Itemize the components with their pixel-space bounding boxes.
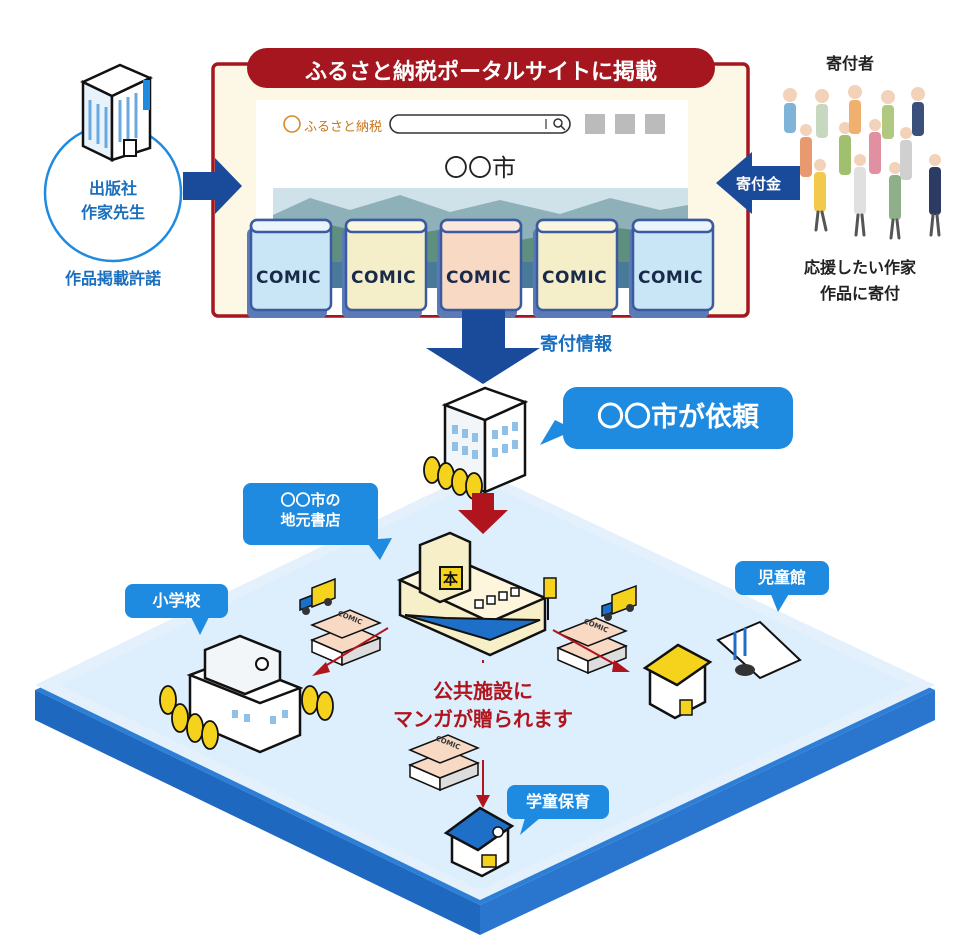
city-hall-building — [423, 385, 529, 500]
portal-city-title: 〇〇市 — [444, 154, 516, 182]
donation-arrow-label: 寄付金 — [736, 175, 782, 193]
childrens-hall-building — [642, 620, 802, 720]
bookstore-bubble: 〇〇市の 地元書店 — [243, 483, 378, 545]
publisher-building-icon — [43, 63, 183, 263]
arrow-portal-to-city — [426, 310, 540, 384]
donors-caption-line-1: 応援したい作家 — [803, 258, 916, 277]
delivery-truck-left — [299, 577, 336, 615]
bookstore-bubble-line-2: 地元書店 — [280, 511, 341, 530]
school-building — [159, 634, 334, 754]
arrows-bookstore-to-facilities — [321, 627, 619, 795]
publisher-caption: 作品掲載許諾 — [64, 269, 161, 288]
delivery-truck-right — [601, 584, 637, 621]
portal-banner — [247, 48, 715, 88]
site-logo: ふるさと納税 — [304, 120, 383, 135]
city-request-bubble: 〇〇市が依頼 — [563, 387, 793, 449]
comic-label-1: COMIC — [256, 268, 322, 288]
portal-search — [283, 114, 571, 134]
school-bubble-tail — [190, 615, 210, 635]
donation-info-label: 寄付情報 — [540, 334, 612, 355]
donors-title: 寄付者 — [825, 54, 874, 73]
childrens-hall-bubble: 児童館 — [735, 561, 829, 595]
arrow-donors-to-portal — [716, 152, 800, 214]
search-input[interactable] — [390, 115, 570, 133]
comic-label-2: COMIC — [351, 268, 417, 288]
book-stack-bottom — [408, 734, 480, 792]
town-platform — [35, 470, 935, 935]
book-stack-right — [556, 617, 628, 675]
menu-square-1[interactable] — [585, 114, 605, 134]
bookstore-sign: 本 — [443, 570, 459, 588]
menu-square-2[interactable] — [615, 114, 635, 134]
afterschool-bubble: 学童保育 — [507, 785, 609, 819]
donors-crowd-illustration — [783, 85, 941, 240]
arrow-publisher-to-portal — [183, 158, 242, 214]
school-bubble: 小学校 — [125, 584, 228, 618]
publisher-line-2: 作家先生 — [80, 203, 145, 222]
book-stack-left — [310, 609, 382, 667]
publisher-line-1: 出版社 — [88, 179, 137, 198]
comic-books — [247, 218, 715, 318]
result-line-1: 公共施設に — [433, 679, 533, 703]
childrens-hall-bubble-tail — [770, 592, 790, 612]
portal-banner-text: ふるさと納税ポータルサイトに掲載 — [304, 60, 657, 85]
afterschool-bubble-tail — [520, 818, 540, 835]
afterschool-building — [443, 806, 515, 878]
bookstore-bubble-line-1: 〇〇市の — [280, 491, 341, 509]
result-line-2: マンガが贈られます — [393, 707, 573, 731]
comic-label-4: COMIC — [542, 268, 608, 288]
comic-label-5: COMIC — [638, 268, 704, 288]
donors-caption-line-2: 作品に寄付 — [819, 284, 900, 303]
arrow-city-to-bookstore — [458, 493, 508, 534]
menu-square-3[interactable] — [645, 114, 665, 134]
comic-label-3: COMIC — [446, 268, 512, 288]
bookstore-building — [396, 531, 557, 657]
